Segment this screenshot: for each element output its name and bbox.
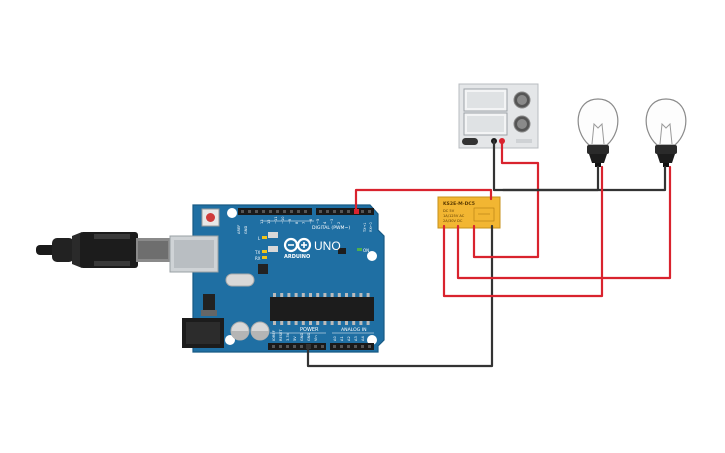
brand-label: ARDUINO (284, 254, 310, 260)
aref-label: AREF (237, 225, 241, 234)
gnd-label: GND (244, 226, 248, 234)
pin-label: 4 (323, 221, 327, 224)
digital-header[interactable] (238, 208, 374, 215)
digital-label: DIGITAL (PWM~) (312, 225, 350, 231)
analog-label: ANALOG IN (341, 327, 367, 333)
on-led (357, 248, 362, 251)
power-supply-icon[interactable] (458, 83, 539, 149)
rx-label: RX (255, 256, 261, 261)
relay-module[interactable]: KS2E-M-DC5 DC 5V 1A/125V AC 2A/30V DC (437, 196, 501, 229)
pin-label: A3 (354, 336, 358, 341)
tx-label: TX (254, 250, 260, 255)
pin-label: 2 (337, 222, 341, 224)
pin-label: A5 (368, 336, 372, 341)
light-bulb-icon (645, 98, 687, 167)
tx-led (262, 250, 267, 253)
pin-label: Vin (314, 335, 318, 341)
pin-label: ~10 (281, 216, 285, 224)
model-label: UNO (314, 239, 341, 253)
pin-label: A1 (340, 336, 344, 341)
pin-label: 13 (260, 219, 264, 224)
relay-line1: DC 5V (443, 209, 455, 213)
rx-led (262, 256, 267, 259)
dc-power-jack (182, 318, 224, 348)
reset-button[interactable] (201, 208, 220, 227)
pin-label: ~5 (316, 219, 320, 224)
crystal-oscillator (225, 273, 255, 287)
arduino-board[interactable]: L TX RX ON ARDUINO UNO AREF GND TX→1 RX←… (169, 204, 385, 353)
usb-cable-icon (36, 232, 170, 268)
light-bulb-icon (577, 98, 619, 167)
l-label: L (258, 236, 261, 241)
pin-label: GND (300, 333, 304, 341)
analog-header[interactable] (330, 343, 374, 350)
pin-label: ~11 (274, 216, 278, 224)
l-led (262, 236, 267, 239)
pin-label: ~3 (330, 219, 334, 224)
wire-bulb-1 (442, 165, 604, 298)
relay-line3: 2A/30V DC (443, 219, 463, 223)
pin-label: IOREF (272, 330, 276, 341)
power-label: POWER (300, 327, 319, 333)
current-knob[interactable] (513, 115, 531, 133)
pin-label: 3.3V (286, 332, 290, 341)
pin-label: 8 (295, 221, 299, 224)
pin-label: 5V (293, 336, 297, 341)
relay-line2: 1A/125V AC (443, 214, 465, 218)
capacitor-2 (250, 321, 270, 341)
capacitor-1 (230, 321, 250, 341)
power-header[interactable] (268, 343, 326, 350)
wire-bulb-2 (456, 165, 672, 280)
voltage-regulator (201, 294, 217, 316)
on-label: ON (363, 248, 369, 253)
pin-label: A4 (361, 336, 365, 341)
tx1-label: TX→1 (363, 223, 367, 233)
wire-supply-positive (472, 139, 540, 259)
wire-bulb-link (501, 165, 667, 192)
pin-label: A0 (333, 336, 337, 341)
pin-label: GND (307, 333, 311, 341)
rx0-label: RX←0 (369, 222, 373, 232)
pin-label: 7 (302, 222, 306, 224)
voltage-knob[interactable] (513, 91, 531, 109)
arduino-logo (283, 237, 312, 253)
relay-part-label: KS2E-M-DC5 (443, 201, 475, 207)
pin-label: 12 (267, 219, 271, 224)
power-switch[interactable] (462, 138, 478, 145)
wire-signal (354, 188, 493, 213)
pin-label: RESET (279, 329, 283, 341)
microcontroller-chip (270, 293, 374, 325)
pin-label: A2 (347, 336, 351, 341)
